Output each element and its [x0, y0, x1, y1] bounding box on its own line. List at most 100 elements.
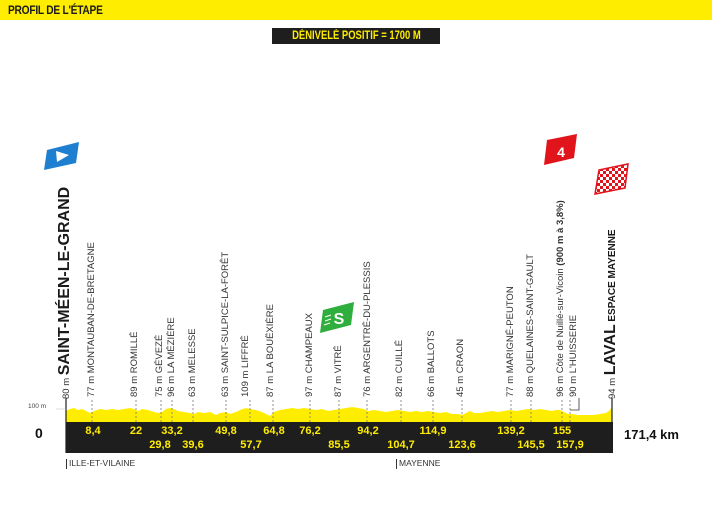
waypoint-altitude: 63 m [187, 375, 198, 397]
waypoint-altitude: 97 m [304, 375, 315, 397]
page-title: PROFIL DE L'ÉTAPE [8, 3, 103, 17]
km-marker: 85,5 [328, 439, 350, 451]
total-distance: 171,4 km [624, 427, 679, 442]
climb-details: (900 m à 3,8%) [555, 200, 566, 266]
waypoint-name: ROMILLÉ [129, 331, 140, 374]
waypoint-name: MONTAUBAN-DE-BRETAGNE [86, 242, 97, 374]
waypoint-name: Côte de Nuillé-sur-Vicoin [555, 268, 566, 374]
waypoint-altitude: 96 m [555, 375, 566, 397]
km-marker: 157,9 [556, 439, 584, 451]
km-marker: 39,6 [182, 439, 204, 451]
waypoint-name: ARGENTRÉ-DU-PLESSIS [362, 261, 373, 374]
elevation-gain-text: DÉNIVELÉ POSITIF = 1700 M [291, 30, 421, 42]
waypoint-altitude: 77 m [505, 375, 516, 397]
waypoint-name: BALLOTS [426, 330, 437, 374]
waypoint-name: CRAON [455, 338, 466, 374]
y-axis-zero-label: 0 [35, 425, 43, 441]
waypoint: 88 m QUELAINES-SAINT-GAULT [525, 254, 536, 397]
km-marker: 155 [552, 425, 572, 437]
waypoint: 96 m LA MÉZIÈRE [166, 317, 177, 397]
waypoint: 89 m ROMILLÉ [129, 332, 140, 397]
waypoint-altitude: 66 m [426, 375, 437, 397]
waypoint-name: CUILLÉ [394, 339, 405, 374]
y-axis-100m-label: 100 m [28, 403, 47, 410]
region-label: MAYENNE [399, 458, 441, 468]
waypoint-altitude: 88 m [525, 375, 536, 397]
waypoint-altitude: 90 m [568, 375, 579, 397]
waypoint: 82 m CUILLÉ [394, 340, 405, 397]
waypoint: 77 m MONTAUBAN-DE-BRETAGNE [86, 242, 97, 397]
waypoint-altitude: 75 m [154, 375, 165, 397]
waypoint-altitude: 77 m [86, 375, 97, 397]
waypoint: 63 m SAINT-SULPICE-LA-FORÊT [220, 252, 231, 397]
region-ille-et-vilaine: ILLE-ET-VILAINE [66, 458, 135, 469]
climb-category-4-icon: 4 [544, 134, 577, 165]
sprint-badge-icon: S [320, 302, 354, 333]
waypoint-finish: 94 m LAVAL ESPACE MAYENNE [602, 229, 619, 399]
waypoint-name: VITRÉ [333, 345, 344, 374]
svg-text:4: 4 [557, 144, 565, 160]
km-marker: 94,2 [357, 425, 379, 437]
km-marker: 29,8 [149, 439, 171, 451]
waypoint-name: LA BOUËXIÈRE [265, 304, 276, 374]
waypoint-name: L'HUISSERIE [568, 314, 579, 374]
waypoint: 66 m BALLOTS [426, 330, 437, 397]
km-marker: 104,7 [387, 439, 415, 451]
region-divider [396, 458, 397, 469]
waypoint-name: CHAMPEAUX [304, 313, 315, 374]
start-flag-icon [44, 142, 79, 170]
waypoint-name: MARIGNÉ-PEUTON [505, 286, 516, 374]
waypoint-name: MELESSE [187, 328, 198, 374]
km-marker: 76,2 [299, 425, 321, 437]
waypoint: 109 m LIFFRÉ [240, 335, 251, 397]
km-marker: 57,7 [240, 439, 262, 451]
waypoint-altitude: 63 m [220, 375, 231, 397]
waypoint-altitude: 87 m [333, 375, 344, 397]
waypoint-name: SAINT-SULPICE-LA-FORÊT [220, 251, 231, 374]
waypoint-sprint: 87 m VITRÉ [333, 345, 344, 397]
waypoint-altitude: 76 m [362, 375, 373, 397]
waypoint-altitude: 45 m [455, 375, 466, 397]
waypoint-name: SAINT-MÉEN-LE-GRAND [56, 186, 73, 376]
waypoint-altitude: 94 m [607, 377, 618, 399]
waypoint-name: LAVAL [602, 324, 619, 376]
waypoint: 87 m LA BOUËXIÈRE [265, 304, 276, 397]
waypoint-climb: 96 m Côte de Nuillé-sur-Vicoin (900 m à … [555, 200, 566, 397]
waypoint-name: QUELAINES-SAINT-GAULT [525, 254, 536, 374]
waypoint-altitude: 82 m [394, 375, 405, 397]
waypoint-start: 80 m SAINT-MÉEN-LE-GRAND [56, 186, 73, 399]
waypoint: 45 m CRAON [455, 339, 466, 397]
climb-bracket [570, 398, 580, 411]
waypoint-altitude: 89 m [129, 375, 140, 397]
waypoint-subname: ESPACE MAYENNE [607, 229, 618, 322]
waypoint: 63 m MELESSE [187, 328, 198, 397]
km-marker: 114,9 [419, 425, 447, 437]
waypoint: 97 m CHAMPEAUX [304, 313, 315, 397]
waypoint: 76 m ARGENTRÉ-DU-PLESSIS [362, 261, 373, 397]
waypoint: 90 m L'HUISSERIE [568, 315, 579, 397]
km-marker: 33,2 [161, 425, 183, 437]
waypoint-name: LA MÉZIÈRE [166, 317, 177, 374]
region-label: ILLE-ET-VILAINE [69, 458, 136, 468]
elevation-gain-badge: DÉNIVELÉ POSITIF = 1700 M [272, 28, 440, 44]
finish-checkered-flag-icon [594, 163, 629, 195]
km-marker: 123,6 [448, 439, 476, 451]
waypoint-altitude: 87 m [265, 375, 276, 397]
waypoint: 77 m MARIGNÉ-PEUTON [505, 286, 516, 397]
km-marker: 22 [129, 425, 143, 437]
km-marker: 139,2 [497, 425, 525, 437]
distance-band [66, 422, 613, 453]
waypoint: 75 m GÉVEZÉ [154, 335, 165, 397]
km-marker: 64,8 [263, 425, 285, 437]
km-marker: 8,4 [85, 425, 101, 437]
waypoint-name: GÉVEZÉ [154, 334, 165, 374]
waypoint-altitude: 96 m [166, 375, 177, 397]
region-divider [66, 458, 67, 469]
waypoint-altitude: 109 m [240, 370, 251, 397]
svg-text:S: S [334, 311, 345, 328]
waypoint-altitude: 80 m [61, 377, 72, 399]
waypoint-name: LIFFRÉ [240, 335, 251, 368]
km-marker: 145,5 [517, 439, 545, 451]
region-mayenne: MAYENNE [396, 458, 440, 469]
